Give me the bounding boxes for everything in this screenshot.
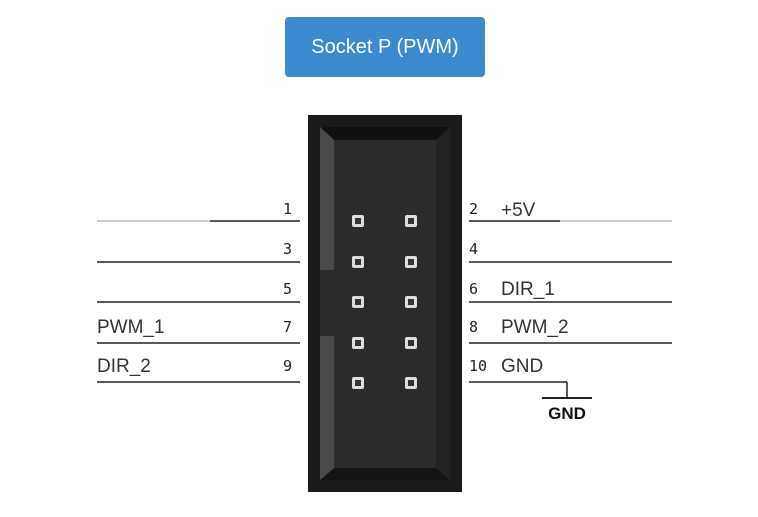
pin-number-left: 5 bbox=[283, 280, 292, 298]
pin-10 bbox=[405, 377, 417, 389]
pin-number-left: 9 bbox=[283, 357, 292, 375]
pin-2 bbox=[405, 215, 417, 227]
signal-label-right: PWM_2 bbox=[501, 317, 569, 338]
pin-4 bbox=[405, 256, 417, 268]
left-wires bbox=[97, 220, 300, 383]
pin-1 bbox=[352, 215, 364, 227]
signal-label-right: GND bbox=[501, 356, 543, 377]
signal-label-right: DIR_1 bbox=[501, 279, 555, 300]
signal-label-left: PWM_1 bbox=[97, 317, 165, 338]
right-wires bbox=[469, 220, 672, 399]
connector-inner-well bbox=[320, 127, 450, 480]
pin-number-left: 3 bbox=[283, 240, 292, 258]
connector-right-bevel bbox=[436, 127, 450, 480]
pin-6 bbox=[405, 296, 417, 308]
signal-label-right: +5V bbox=[501, 200, 536, 221]
ground-symbol-label: GND bbox=[548, 404, 586, 423]
connector-top-ledge bbox=[320, 127, 450, 140]
left-pin-column bbox=[352, 215, 364, 389]
pin-number-right: 2 bbox=[469, 200, 478, 218]
pin-number-right: 4 bbox=[469, 240, 478, 258]
connector-left-bevel-upper bbox=[320, 127, 334, 270]
pin-5 bbox=[352, 296, 364, 308]
socket-title-button[interactable]: Socket P (PWM) bbox=[285, 17, 485, 77]
pin-8 bbox=[405, 337, 417, 349]
pin-number-right: 10 bbox=[469, 357, 487, 375]
pin-number-right: 8 bbox=[469, 318, 478, 336]
connector-bottom-ledge bbox=[320, 468, 450, 480]
pin-number-right: 6 bbox=[469, 280, 478, 298]
connector-left-bevel-lower bbox=[320, 336, 334, 480]
pin-number-left: 1 bbox=[283, 200, 292, 218]
pin-9 bbox=[352, 377, 364, 389]
right-pin-column bbox=[405, 215, 417, 389]
pin-3 bbox=[352, 256, 364, 268]
signal-label-left: DIR_2 bbox=[97, 356, 151, 377]
pin-7 bbox=[352, 337, 364, 349]
pin-number-left: 7 bbox=[283, 318, 292, 336]
